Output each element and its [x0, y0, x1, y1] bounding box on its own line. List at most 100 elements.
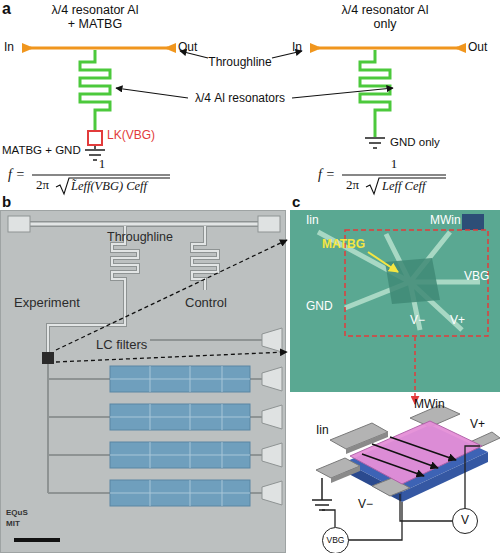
signal-name: VBG — [464, 270, 489, 284]
signal-name: MWin — [414, 398, 445, 412]
zoom-arrow — [414, 337, 416, 404]
flake-pointer — [368, 252, 398, 272]
voltmeter-symbol: V — [452, 508, 478, 534]
node-text: LK(VBG) — [107, 129, 155, 142]
throughline — [22, 43, 466, 53]
device-electrode — [462, 214, 484, 230]
chip-throughline — [8, 216, 280, 232]
pointer-arrow — [116, 51, 393, 98]
signal-name: V− — [410, 314, 425, 328]
resonator-meander — [80, 50, 390, 138]
zoom-arrow — [56, 352, 287, 362]
termination-label: GND only — [390, 136, 440, 149]
current-arrow — [362, 437, 456, 476]
bond-pad — [262, 443, 282, 467]
termination-label: MATBG + GND — [2, 144, 81, 157]
signal-name: Iin — [316, 424, 329, 438]
bond-pad — [262, 481, 282, 505]
formula-term: f = — [318, 167, 335, 183]
signal-name: MWin — [430, 214, 461, 228]
current-arrow — [362, 454, 424, 476]
circuit-wire — [348, 502, 402, 540]
scale-bar — [14, 538, 60, 542]
panel-letter: b — [2, 193, 11, 210]
chip-micrograph — [0, 210, 286, 553]
node-text: V — [461, 514, 469, 527]
chip-resonator — [48, 226, 138, 352]
current-arrow — [372, 444, 438, 468]
formula-term: Leff Ceff — [382, 179, 425, 193]
part-name: λ/4 Al resonators — [195, 92, 285, 106]
chip-resonator — [48, 226, 218, 352]
formula-term: 1 — [391, 157, 398, 172]
voltage-source-symbol: VBG — [322, 527, 349, 553]
formula-term: f = — [8, 167, 25, 183]
chip-throughline — [28, 223, 260, 226]
signal-name: GND — [306, 300, 333, 314]
bond-pad — [262, 328, 282, 505]
panel-letter: a — [2, 0, 11, 18]
device-electrode — [318, 232, 480, 330]
signal-name: Iin — [306, 214, 319, 228]
formula-fraction — [32, 174, 170, 175]
port-label: In — [4, 41, 14, 55]
circuit-wire — [465, 446, 480, 508]
port-label: In — [292, 41, 302, 55]
formula-term: L̃eff(VBG) Ceff — [71, 179, 147, 193]
device-location — [42, 352, 54, 364]
zoom-arrow — [56, 240, 415, 404]
metal-contact — [331, 466, 360, 483]
throughline — [164, 43, 176, 53]
formula-fraction — [342, 174, 446, 175]
device-location — [42, 352, 54, 364]
chip-throughline — [258, 216, 280, 232]
panel-letter: c — [292, 193, 300, 210]
current-arrow — [390, 437, 456, 460]
formula-fraction — [56, 178, 170, 194]
resonator-meander — [360, 50, 390, 138]
chip-throughline — [28, 221, 260, 227]
throughline — [22, 43, 34, 53]
ground-symbol — [365, 138, 385, 148]
metal-contact — [316, 405, 500, 496]
formula-fraction — [366, 178, 446, 194]
chip-micrograph — [0, 210, 286, 553]
logo-text: MIT — [6, 519, 20, 528]
lc-filter — [110, 366, 250, 506]
circuit-wire — [400, 494, 452, 521]
circuit-wire — [322, 510, 335, 527]
resonator-title: λ/4 resonator Al only — [337, 3, 433, 32]
kinetic-inductance-box: LK(VBG) — [87, 130, 103, 146]
device-electrode — [318, 214, 484, 330]
resonator-meander — [80, 50, 110, 130]
throughline — [454, 43, 466, 53]
circuit-wire — [312, 446, 480, 540]
throughline — [318, 47, 458, 50]
flake-pointer — [368, 252, 398, 272]
chip-throughline — [8, 216, 30, 232]
port-label: Out — [178, 41, 197, 55]
pointer-arrow — [116, 88, 188, 98]
part-name: Throughline — [107, 230, 173, 244]
throughline — [30, 47, 168, 50]
optical-image — [290, 210, 500, 392]
throughline — [310, 43, 322, 53]
chip-resonator — [192, 226, 218, 290]
signal-name: V+ — [450, 314, 465, 328]
port-label: Out — [468, 41, 487, 55]
signal-name: V− — [358, 498, 373, 512]
matbg-sheet — [350, 421, 482, 484]
pointer-arrow — [292, 88, 393, 98]
formula-term: 2π — [36, 178, 49, 193]
bond-pad — [262, 405, 282, 429]
circuit-wire — [312, 478, 332, 510]
metal-contact — [316, 458, 360, 478]
formula-term: 1 — [99, 157, 106, 172]
part-name: Control — [185, 296, 227, 311]
matbg-sheet — [350, 421, 482, 484]
chip-micrograph — [1, 211, 286, 553]
node-text: VBG — [327, 536, 345, 545]
